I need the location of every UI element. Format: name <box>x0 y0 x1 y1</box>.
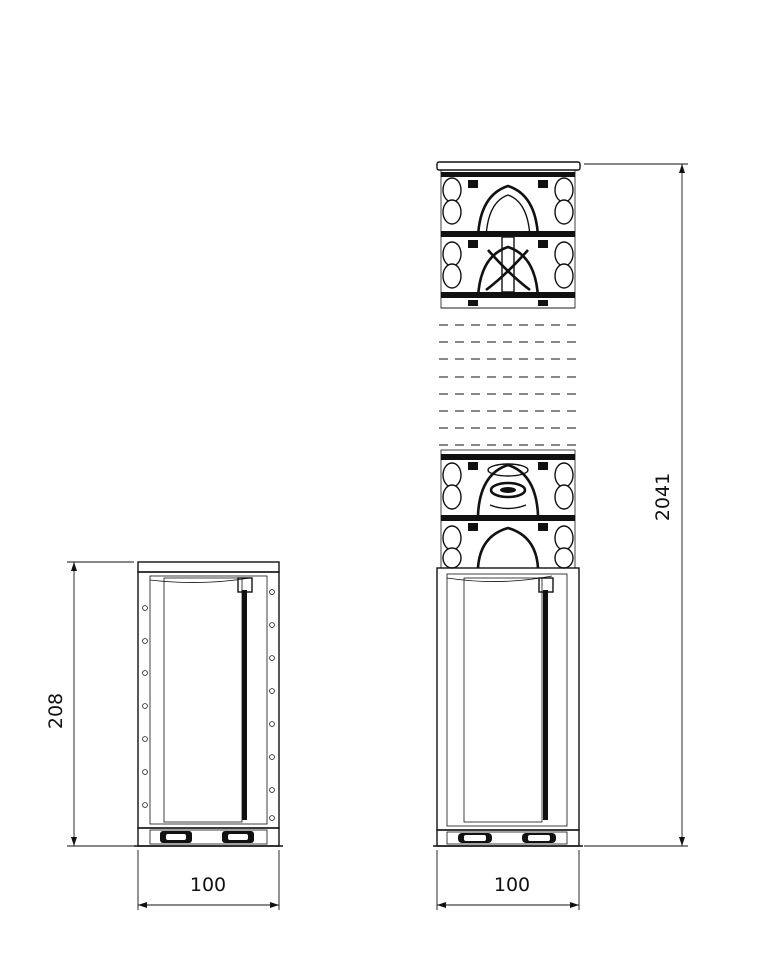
lower-modules <box>440 449 576 569</box>
left-width-label: 100 <box>190 874 226 896</box>
upper-modules <box>440 169 576 309</box>
right-height-label: 2041 <box>652 473 674 521</box>
right-width-label: 100 <box>494 874 530 896</box>
left-height-label: 208 <box>45 693 67 729</box>
base-cabinet <box>433 567 583 847</box>
break-lines <box>439 324 578 446</box>
right-unit <box>433 161 583 847</box>
left-unit <box>134 561 283 847</box>
right-side-rivets <box>269 589 275 821</box>
dimension-lines <box>67 163 688 910</box>
left-side-rivets <box>142 605 148 808</box>
